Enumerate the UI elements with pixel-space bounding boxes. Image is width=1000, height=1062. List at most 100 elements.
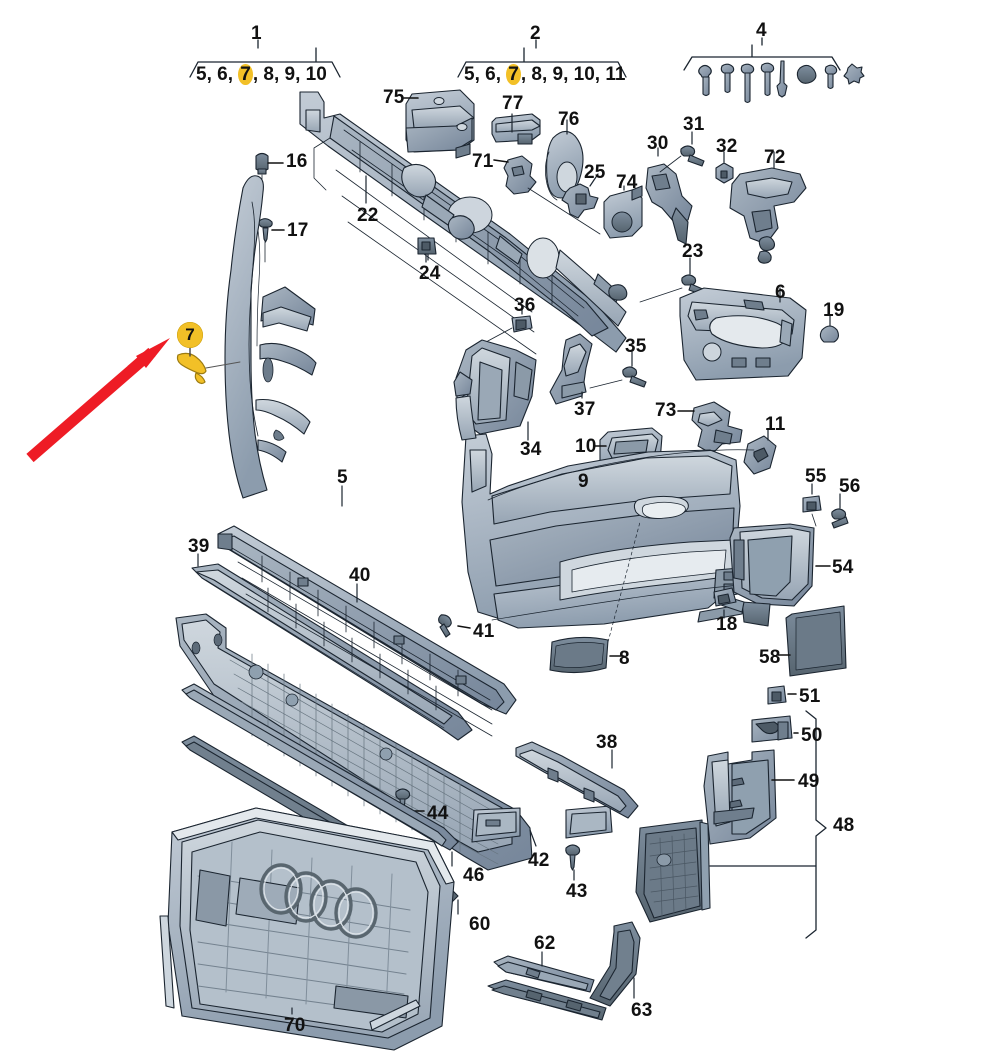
- part-50-bracket: [751, 715, 793, 743]
- part-48-lower-grille: [635, 819, 711, 923]
- callout-16: 16: [286, 151, 308, 172]
- callout-6: 6: [775, 282, 786, 303]
- group-items-1: 5, 6, 7, 8, 9, 10: [196, 64, 327, 85]
- callout-58: 58: [759, 647, 781, 668]
- part-6-headlight-bracket: [679, 287, 807, 381]
- part-22-radiator-support: [299, 91, 628, 355]
- callout-56: 56: [839, 476, 861, 497]
- callout-9: 9: [578, 471, 589, 492]
- callout-62: 62: [534, 933, 556, 954]
- part-46-trim-strip: [181, 683, 459, 851]
- group-number-4: 4: [756, 20, 767, 41]
- callout-74: 74: [616, 172, 638, 193]
- callout-35: 35: [625, 336, 647, 357]
- part-75-module: [405, 89, 475, 159]
- callout-42: 42: [528, 850, 550, 871]
- callout-39: 39: [188, 536, 210, 557]
- highlighted-callout-7: 7: [177, 322, 203, 348]
- callout-31: 31: [683, 114, 705, 135]
- callout-24: 24: [419, 263, 441, 284]
- callout-75: 75: [383, 87, 405, 108]
- audi-rings-logo: [259, 863, 378, 939]
- callout-32: 32: [716, 136, 738, 157]
- group-items-2-highlight: 7: [506, 64, 521, 85]
- part-30-bracket: [645, 163, 693, 245]
- part-5-bumper-cover: [453, 371, 755, 629]
- part-74-sensor: [603, 185, 643, 239]
- part-63-corner-trim: [487, 921, 641, 1021]
- part-62-trim: [493, 955, 595, 993]
- callout-5: 5: [337, 467, 348, 488]
- part-8-cover-cap: [549, 636, 609, 674]
- group-bracket-48: [805, 710, 827, 939]
- part-7-highlighted-clip: [176, 352, 207, 385]
- callout-49: 49: [798, 771, 820, 792]
- callout-60: 60: [469, 914, 491, 935]
- part-24-clip: [417, 237, 437, 255]
- callout-46: 46: [463, 865, 485, 886]
- part-35-screw: [622, 366, 647, 388]
- callout-43: 43: [566, 881, 588, 902]
- part-43-screw: [565, 844, 581, 871]
- group-bracket-4: [683, 37, 841, 71]
- part-left-fender-bracket: [224, 175, 317, 499]
- callout-54: 54: [832, 557, 854, 578]
- callout-22: 22: [357, 205, 379, 226]
- callout-44: 44: [427, 803, 449, 824]
- callout-25: 25: [584, 162, 606, 183]
- callout-73: 73: [655, 400, 677, 421]
- part-19-clip: [819, 325, 840, 343]
- part-36-clip: [511, 315, 533, 333]
- group-items-1-prefix: 5, 6,: [196, 64, 239, 85]
- part-25-clip: [561, 183, 599, 219]
- group-items-1-highlight: 7: [238, 64, 253, 85]
- part-34-air-duct: [455, 339, 537, 435]
- callout-41: 41: [473, 621, 495, 642]
- part-55-clip: [802, 495, 822, 513]
- callout-30: 30: [647, 133, 669, 154]
- callout-63: 63: [631, 1000, 653, 1021]
- callout-19: 19: [823, 300, 845, 321]
- group-number-2: 2: [530, 23, 541, 44]
- part-72-bracket: [729, 167, 807, 264]
- part-51-clip: [767, 685, 787, 705]
- part-56-screw: [831, 508, 849, 529]
- part-39-trim-strip: [191, 563, 473, 741]
- callout-77: 77: [502, 93, 524, 114]
- group-items-2-prefix: 5, 6,: [464, 64, 507, 85]
- part-40-lower-support: [217, 525, 517, 737]
- group-bracket-2: [457, 39, 627, 78]
- callout-55: 55: [805, 466, 827, 487]
- part-70-radiator-grille: [159, 807, 455, 1051]
- callout-11: 11: [765, 414, 786, 435]
- group-bracket-1: [189, 39, 341, 78]
- callout-36: 36: [514, 295, 536, 316]
- group-number-1: 1: [251, 23, 262, 44]
- callout-18: 18: [716, 614, 738, 635]
- callout-37: 37: [574, 399, 596, 420]
- callout-17: 17: [287, 220, 309, 241]
- callout-76: 76: [558, 109, 580, 130]
- part-31-screw: [680, 145, 705, 167]
- callout-10: 10: [575, 436, 597, 457]
- part-16-clip: [255, 152, 269, 175]
- part-17-screw: [258, 218, 273, 243]
- part-38-bracket: [515, 741, 639, 819]
- part-58-cover: [785, 605, 847, 677]
- callout-72: 72: [764, 147, 786, 168]
- fastener-group-4: [698, 60, 865, 104]
- part-54-bracket: [717, 523, 815, 627]
- group-number-48: 48: [833, 815, 855, 836]
- part-18-clip: [713, 587, 737, 607]
- part-77-sensor-bracket: [491, 113, 541, 145]
- group-items-2: 5, 6, 7, 8, 9, 10, 11: [464, 64, 625, 85]
- part-41-screw: [438, 614, 452, 638]
- callout-8: 8: [619, 648, 630, 669]
- part-32-nut: [715, 162, 734, 184]
- callout-38: 38: [596, 732, 618, 753]
- part-37-bracket: [549, 333, 593, 405]
- callout-34: 34: [520, 439, 542, 460]
- callout-40: 40: [349, 565, 371, 586]
